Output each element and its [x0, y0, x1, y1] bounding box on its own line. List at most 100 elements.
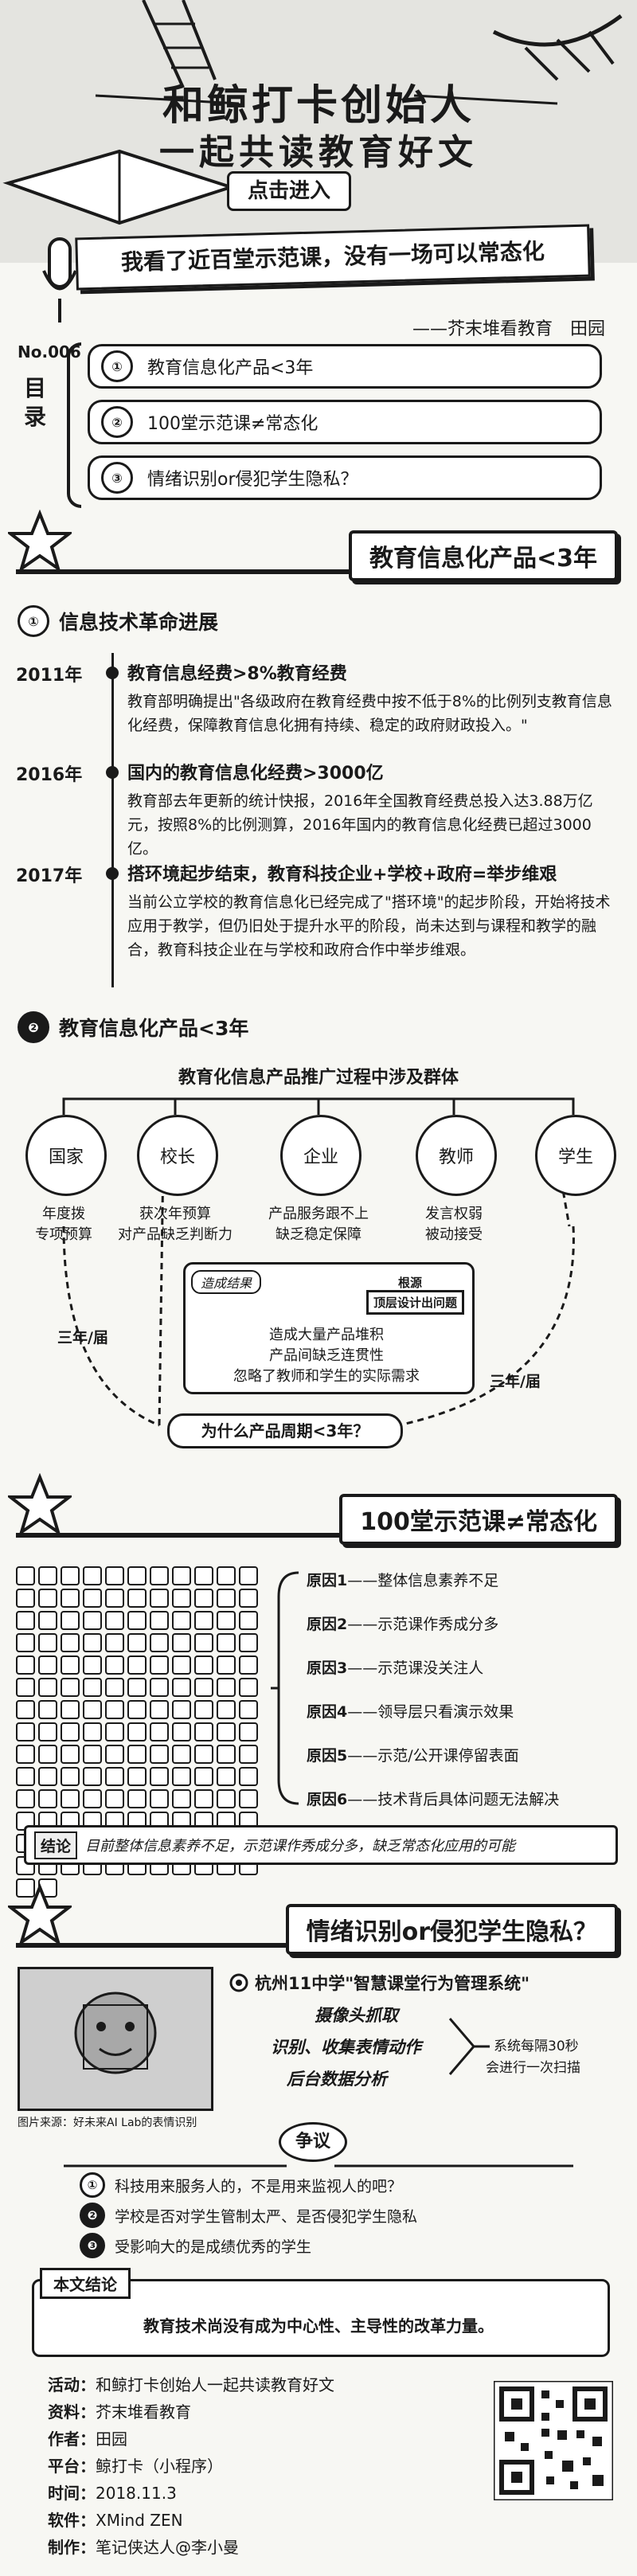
student-face — [150, 1655, 169, 1675]
student-face — [239, 1700, 258, 1719]
student-face — [61, 1589, 80, 1608]
student-face — [194, 1678, 213, 1697]
star-icon — [8, 510, 72, 573]
dispute-row-2: ❷ 学校是否对学生管制太严、是否侵犯学生隐私 — [80, 2203, 417, 2228]
timeline-headline-2: 国内的教育信息化经费>3000亿 — [127, 764, 384, 784]
qr-code-icon[interactable] — [494, 2381, 613, 2500]
student-face — [83, 1722, 102, 1741]
section2-rule — [16, 1533, 621, 1538]
student-face — [239, 1767, 258, 1786]
student-face — [61, 1566, 80, 1585]
enter-button[interactable]: 点击进入 — [227, 171, 351, 211]
student-face — [105, 1678, 124, 1697]
diagram-node-principal: 校长 — [137, 1115, 218, 1196]
footer-row: 活动：和鲸打卡创始人一起共读教育好文 — [48, 2371, 334, 2398]
student-face — [172, 1745, 191, 1764]
student-face — [16, 1611, 35, 1630]
node-teacher-desc1: 发言权弱 — [425, 1206, 483, 1222]
reason-label-1: 原因1 — [307, 1572, 348, 1589]
reason-row-4: 原因4——领导层只看演示效果 — [307, 1700, 514, 1722]
timeline-dot-1 — [106, 666, 119, 679]
node-principal-desc1: 获次年预算 — [139, 1206, 211, 1222]
student-face — [38, 1767, 57, 1786]
student-face — [239, 1589, 258, 1608]
student-face — [172, 1789, 191, 1808]
student-face — [38, 1611, 57, 1630]
sub1-heading: ① 信息技术革命进展 — [18, 605, 218, 637]
school-title: 杭州11中学"智慧课堂行为管理系统" — [255, 1974, 530, 1993]
student-face — [239, 1789, 258, 1808]
student-face — [172, 1722, 191, 1741]
reason-text-4: ——领导层只看演示效果 — [347, 1703, 514, 1721]
node-country-desc2: 专项预算 — [35, 1226, 92, 1243]
section3-header: 情绪识别or侵犯学生隐私？ — [0, 1883, 637, 1963]
reason-row-1: 原因1——整体信息素养不足 — [307, 1569, 498, 1590]
sub1-title: 信息技术革命进展 — [59, 611, 219, 634]
student-face — [194, 1611, 213, 1630]
final-text: 教育技术尚没有成为中心性、主导性的改革力量。 — [143, 2316, 494, 2336]
reason-label-2: 原因2 — [307, 1616, 348, 1633]
face-photo-illustration — [20, 1969, 211, 2109]
student-face — [38, 1722, 57, 1741]
header-title-line2: 一起共读教育好文 — [159, 132, 478, 173]
timeline-headline-3: 搭环境起步结束，教育科技企业+学校+政府=举步维艰 — [127, 865, 557, 885]
sub2-heading: ❷ 教育信息化产品<3年 — [18, 1011, 248, 1043]
sub2-num: ❷ — [18, 1011, 49, 1043]
section3-title: 情绪识别or侵犯学生隐私？ — [285, 1904, 618, 1955]
footer-key: 活动： — [48, 2375, 96, 2394]
reasons-bracket — [271, 1571, 299, 1805]
diagram-node-country: 国家 — [25, 1115, 107, 1196]
student-face — [105, 1700, 124, 1719]
student-face — [61, 1611, 80, 1630]
toc-item-2[interactable]: ② 100堂示范课≠常态化 — [88, 400, 602, 444]
reason-text-1: ——整体信息素养不足 — [347, 1572, 499, 1589]
diagram-question: 为什么产品周期<3年？ — [167, 1413, 403, 1448]
timeline-body-3: 当前公立学校的教育信息化已经完成了"搭环境"的起步阶段，开始将技术应用于教学，但… — [127, 893, 611, 959]
steps-note-2: 会进行一次扫描 — [486, 2060, 580, 2076]
reason-row-5: 原因5——示范/公开课停留表面 — [307, 1744, 519, 1765]
dispute-lines — [64, 2164, 573, 2168]
student-face — [172, 1633, 191, 1652]
toc-num-1: ① — [101, 350, 133, 382]
node-country-desc1: 年度拨 — [42, 1206, 85, 1222]
section2-title: 100堂示范课≠常态化 — [339, 1494, 618, 1545]
student-face — [194, 1633, 213, 1652]
dispute-label: 争议 — [279, 2122, 347, 2162]
section1-rule — [16, 569, 621, 574]
toc-item-3[interactable]: ③ 情绪识别or侵犯学生隐私？ — [88, 455, 602, 500]
footer-row: 时间：2018.11.3 — [48, 2480, 334, 2507]
student-face — [16, 1878, 35, 1898]
footer-row: 作者：田园 — [48, 2426, 334, 2453]
student-face — [239, 1722, 258, 1741]
student-face — [16, 1633, 35, 1652]
student-face — [61, 1655, 80, 1675]
student-face — [61, 1678, 80, 1697]
step-2: 识别、收集表情动作 — [271, 2038, 421, 2057]
dispute-row-1: ① 科技用来服务人的，不是用来监视人的吧？ — [80, 2172, 402, 2198]
student-face — [38, 1566, 57, 1585]
student-face — [16, 1655, 35, 1675]
student-face — [61, 1767, 80, 1786]
student-face — [127, 1745, 147, 1764]
final-label: 本文结论 — [40, 2268, 131, 2299]
timeline-dot-2 — [106, 766, 119, 779]
student-face — [217, 1566, 236, 1585]
footer-value: 2018.11.3 — [96, 2484, 177, 2503]
student-face — [150, 1633, 169, 1652]
toc-item-1[interactable]: ① 教育信息化产品<3年 — [88, 344, 602, 389]
student-face — [127, 1767, 147, 1786]
student-face — [127, 1722, 147, 1741]
student-face — [105, 1767, 124, 1786]
result-label: 造成结果 — [191, 1270, 262, 1294]
student-face — [38, 1700, 57, 1719]
root-label1: 根源 — [398, 1276, 423, 1290]
steps-arrow — [448, 2018, 490, 2075]
student-face — [127, 1700, 147, 1719]
star-icon — [8, 1883, 72, 1946]
school-pin-icon — [229, 1973, 248, 1992]
steps-note-1: 系统每隔30秒 — [494, 2039, 579, 2054]
student-face — [217, 1700, 236, 1719]
student-face — [127, 1589, 147, 1608]
reason-text-5: ——示范/公开课停留表面 — [347, 1747, 519, 1765]
timeline-year-2: 2016年 — [16, 765, 83, 785]
